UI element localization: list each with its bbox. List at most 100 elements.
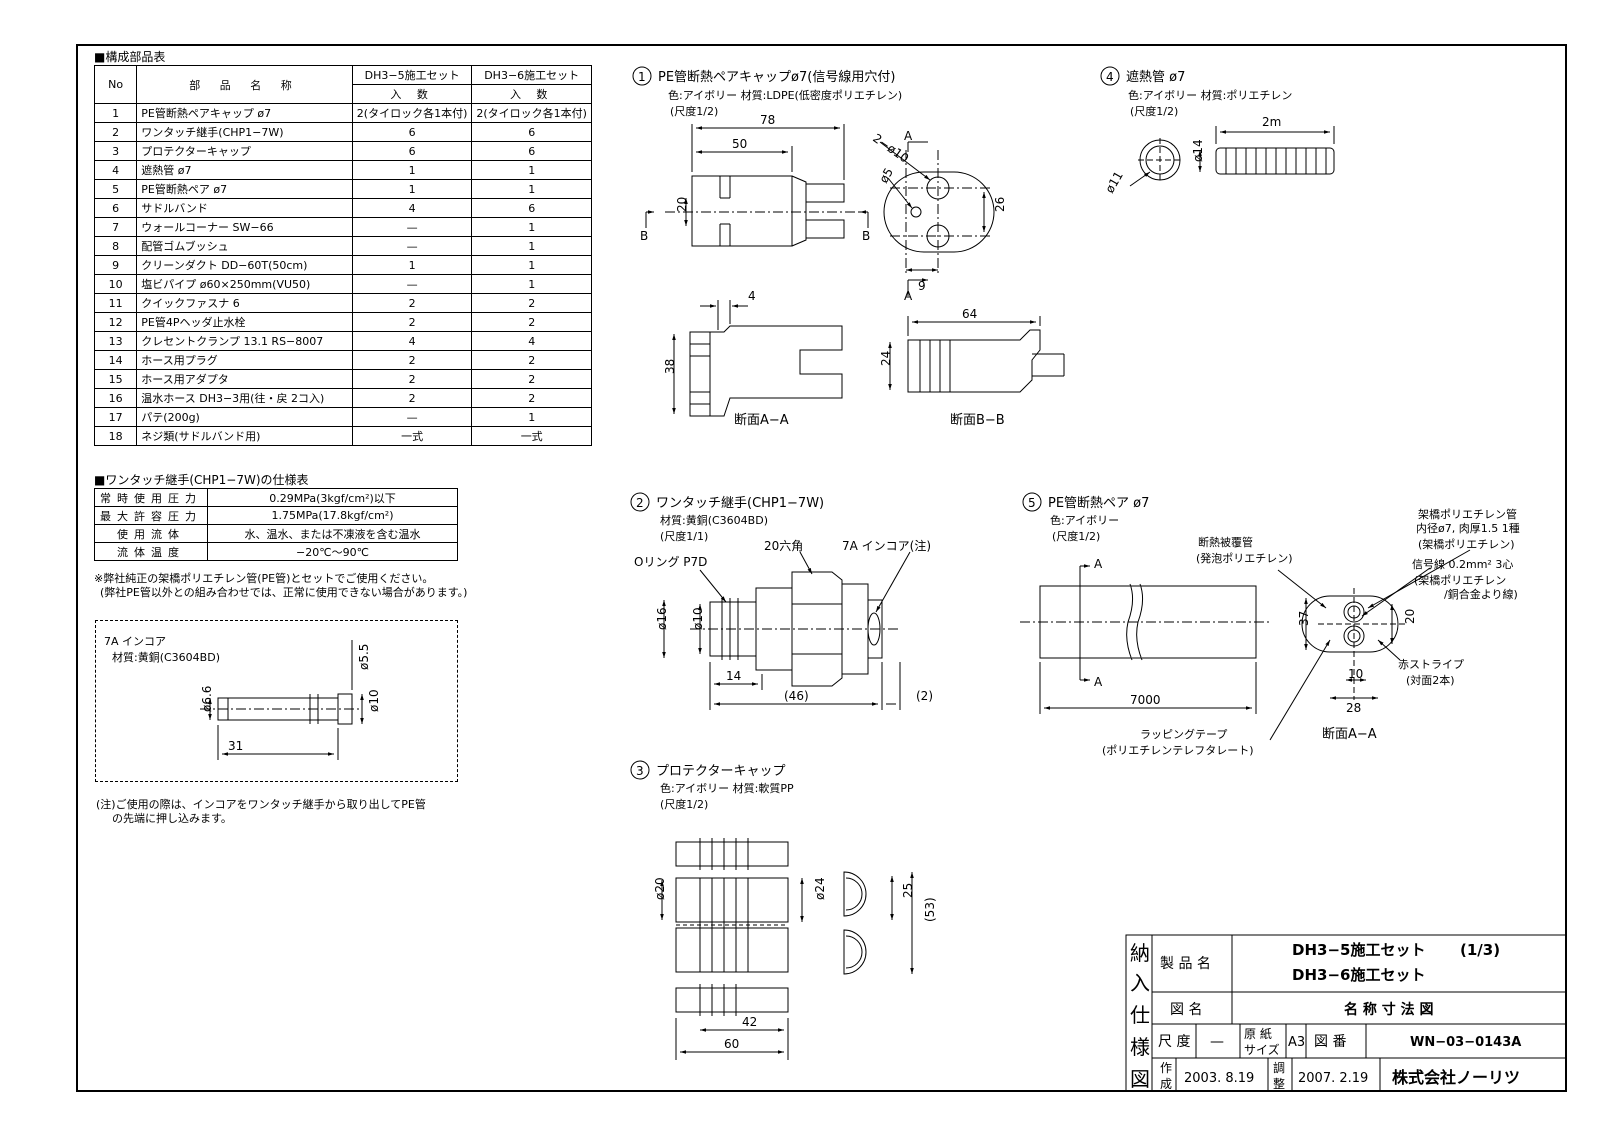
incore-note-1: (注)ご使用の際は、インコアをワンタッチ継手から取り出してPE管 <box>96 798 426 811</box>
part1-dim-26: 26 <box>993 197 1007 212</box>
part-no: 12 <box>93 312 138 332</box>
part-no: 13 <box>93 331 138 351</box>
part1-label-a-bottom: A <box>904 289 913 303</box>
tb-product-label: 製 品 名 <box>1160 956 1211 972</box>
tb-side-2: 入 <box>1130 971 1150 995</box>
part4-title: 遮熱管 ø7 <box>1126 69 1185 85</box>
tb-number-label: 図 番 <box>1314 1034 1346 1050</box>
part3-material: 色:アイボリー 材質:軟質PP <box>660 781 794 795</box>
part1-dim-78: 78 <box>760 113 775 127</box>
incore-title: 7A インコア <box>104 635 167 648</box>
part5-label-insul2: (発泡ポリエチレン) <box>1196 551 1293 565</box>
part5-dim-7000: 7000 <box>1130 693 1161 707</box>
part2-label-incore: 7A インコア(注) <box>842 538 931 553</box>
part2-dim-16: ø16 <box>655 607 669 630</box>
incore-box <box>95 620 458 782</box>
part2-coupling-drawing <box>662 551 911 710</box>
col-name: 部 品 名 称 <box>136 65 353 104</box>
part2-scale: (尺度1/1) <box>660 529 708 543</box>
part1-label-a-top: A <box>904 129 913 143</box>
spec-note-1: ※弊社純正の架橋ポリエチレン管(PE管)とセットでご使用ください。 <box>94 572 434 585</box>
part2-dim-10: ø10 <box>691 607 705 630</box>
part3-dim-24: ø24 <box>813 877 827 900</box>
part5-dim-37: 37 <box>1297 611 1311 626</box>
spec-label: 常時使用圧力 <box>94 488 208 507</box>
part-qty6: 一式 <box>471 426 592 446</box>
incore-dim-31: 31 <box>228 739 243 753</box>
part3-dim-20: ø20 <box>653 877 667 900</box>
spec-label: 流体温度 <box>94 542 208 561</box>
part1-material: 色:アイボリー 材質:LDPE(低密度ポリエチレン) <box>668 88 902 102</box>
part1-dim-50: 50 <box>732 137 747 151</box>
part5-label-insul: 断熱被覆管 <box>1198 535 1253 549</box>
part-qty6: 1 <box>471 160 592 180</box>
part-name: 遮熱管 ø7 <box>136 160 353 180</box>
part5-number: 5 <box>1028 496 1036 510</box>
tb-side-4: 様 <box>1130 1035 1150 1059</box>
part5-label-pipe3: (架橋ポリエチレン) <box>1418 537 1515 551</box>
part-qty5: 一式 <box>351 426 473 446</box>
part4-dim-11: ø11 <box>1102 169 1125 196</box>
part4-number: 4 <box>1106 70 1114 84</box>
spec-note-2: (弊社PE管以外との組み合わせでは、正常に使用できない場合があります。) <box>100 586 468 599</box>
part-name: ネジ類(サドルバンド用) <box>136 426 353 446</box>
tb-company: 株式会社ノーリツ <box>1392 1068 1520 1087</box>
parts-table: No 部 品 名 称 DH3−5施工セット DH3−6施工セット 入 数 入 数… <box>93 65 592 446</box>
tb-adj-label-2: 整 <box>1273 1076 1285 1091</box>
tb-product-1: DH3−5施工セット <box>1292 941 1425 959</box>
part4-scale: (尺度1/2) <box>1130 104 1178 118</box>
tb-drawing-name: 名 称 寸 法 図 <box>1344 1001 1434 1018</box>
spec-label: 最大許容圧力 <box>94 506 208 525</box>
tb-drawing-label: 図 名 <box>1170 1002 1202 1018</box>
incore-note-2: の先端に押し込みます。 <box>112 812 232 825</box>
part5-label-tape2: (ポリエチレンテレフタレート) <box>1102 744 1254 757</box>
part4-pipe-drawing <box>1129 126 1335 187</box>
part4-dim-14: ø14 <box>1191 139 1205 162</box>
incore-material: 材質:黄銅(C3604BD) <box>112 651 220 664</box>
part3-dim-25: 25 <box>901 883 915 898</box>
part1-dim-9: 9 <box>918 279 926 293</box>
col-set6: DH3−6施工セット <box>471 65 592 85</box>
sheet-border <box>76 44 1567 1092</box>
part1-section-aa-label: 断面A−A <box>734 413 789 428</box>
tb-number-value: WN−03−0143A <box>1410 1035 1521 1050</box>
part4-dim-2m: 2m <box>1262 115 1281 129</box>
part5-dim-10: 10 <box>1348 667 1363 681</box>
part3-dim-53: (53) <box>923 897 937 922</box>
part-no: 18 <box>93 426 138 446</box>
part2-label-hex: 20六角 <box>764 539 803 553</box>
part3-protector-drawing <box>660 838 914 1060</box>
part5-section-label: 断面A−A <box>1322 727 1377 742</box>
part1-dim-phi5: ø5 <box>876 166 896 186</box>
part-no: 15 <box>93 369 138 389</box>
tb-made-label-2: 成 <box>1160 1077 1172 1091</box>
part5-dim-20: 20 <box>1403 609 1417 624</box>
tb-side-3: 仕 <box>1130 1003 1150 1027</box>
col-set5: DH3−5施工セット <box>351 65 473 85</box>
tb-side-5: 図 <box>1130 1067 1150 1091</box>
part4-material: 色:アイボリー 材質:ポリエチレン <box>1128 88 1292 102</box>
part5-label-stripe: 赤ストライプ <box>1398 658 1464 671</box>
spec-value: 水、温水、または不凍液を含む温水 <box>207 524 458 543</box>
part5-title: PE管断熱ペア ø7 <box>1048 496 1149 511</box>
part2-number: 2 <box>636 496 644 510</box>
tb-adj-date: 2007. 2.19 <box>1298 1071 1368 1086</box>
part2-title: ワンタッチ継手(CHP1−7W) <box>656 496 824 511</box>
part-name: クリーンダクト DD−60T(50cm) <box>136 255 353 275</box>
part1-front-view <box>645 124 869 247</box>
part1-dim-64: 64 <box>962 307 977 321</box>
spec-value: −20℃〜90℃ <box>207 542 458 561</box>
part1-label-b-left: B <box>640 229 648 243</box>
part3-dim-60: 60 <box>724 1037 739 1051</box>
part5-label-signal: 信号線 0.2mm² 3心 <box>1412 557 1513 571</box>
part-name: ワンタッチ継手(CHP1−7W) <box>136 122 353 142</box>
